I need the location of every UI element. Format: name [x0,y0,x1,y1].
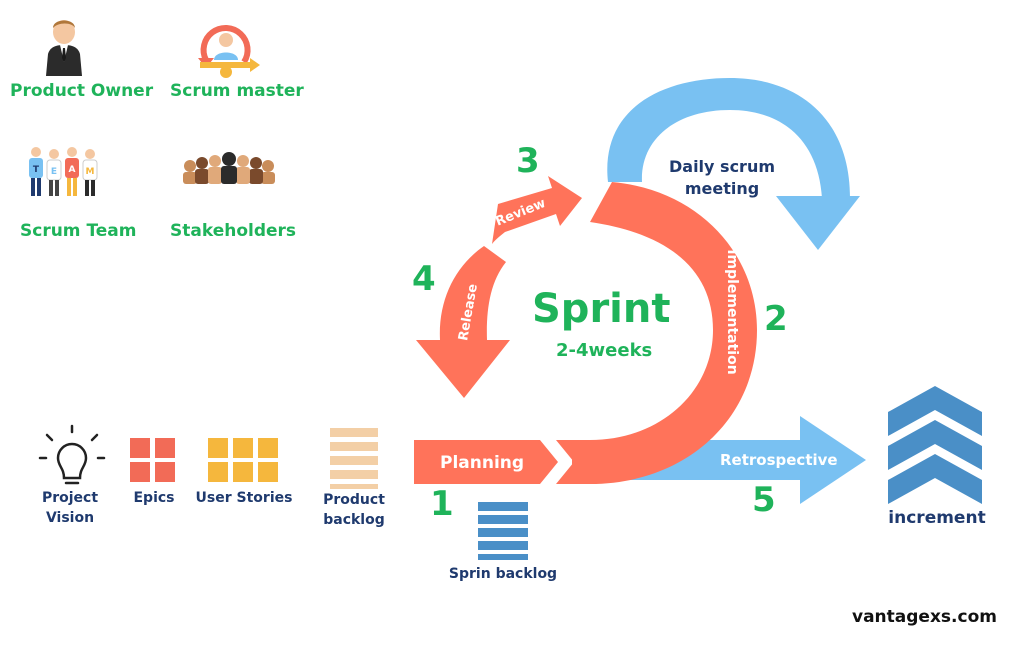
product-backlog-stack-icon [330,428,378,489]
retrospective-label: Retrospective [720,451,838,469]
increment-label: increment [888,508,986,528]
planning-arrow [414,440,580,484]
scrum-master-label: Scrum master [170,81,304,101]
stakeholders-label: Stakeholders [170,221,297,241]
retrospective-arrow [610,416,866,504]
crowd-icon [183,152,275,184]
sprint-title: Sprint [532,286,671,332]
review-arrow [492,176,582,244]
project-vision-line1: Project [41,490,99,506]
team-shirt-e: E [51,167,57,177]
product-backlog-line2: backlog [323,512,385,529]
user-stories-sticky-icon [208,438,278,482]
step-4-number: 4 [412,259,436,299]
step-1-number: 1 [430,484,454,524]
sprint-backlog-stack-icon [478,502,528,560]
team-shirt-t: T [33,165,40,175]
epics-sticky-icon [130,438,175,482]
step-3-number: 3 [516,141,540,181]
daily-scrum-arrow [607,78,860,250]
sprint-backlog-label: Sprin backlog [448,566,558,582]
user-stories-label: User Stories [195,490,293,506]
daily-scrum-label: Daily scrum meeting [668,157,776,199]
step-2-number: 2 [764,299,788,339]
planning-label: Planning [440,453,525,473]
daily-scrum-line1: Daily scrum [668,157,776,176]
sprint-duration: 2-4weeks [556,340,653,361]
release-arrow [416,246,510,398]
scrum-master-icon [198,25,260,78]
chevrons-icon [888,386,982,504]
scrum-team-label: Scrum Team [20,221,137,241]
product-backlog-label: Product backlog [323,492,385,528]
lightbulb-icon [38,424,106,485]
site-credit[interactable]: vantagexs.com [852,607,997,627]
product-backlog-line1: Product [323,492,385,508]
team-shirt-a: A [69,165,76,175]
epics-label: Epics [133,490,175,506]
project-vision-line2: Vision [45,510,95,527]
daily-scrum-line2: meeting [684,179,760,199]
step-5-number: 5 [752,480,776,520]
implementation-arc [572,182,757,484]
team-shirt-m: M [86,167,95,177]
product-owner-person-icon [46,20,82,76]
project-vision-label: Project Vision [42,490,98,526]
team-icon: T E A M [29,147,98,196]
product-owner-label: Product Owner [10,81,154,101]
implementation-label: Implementation [724,249,740,374]
